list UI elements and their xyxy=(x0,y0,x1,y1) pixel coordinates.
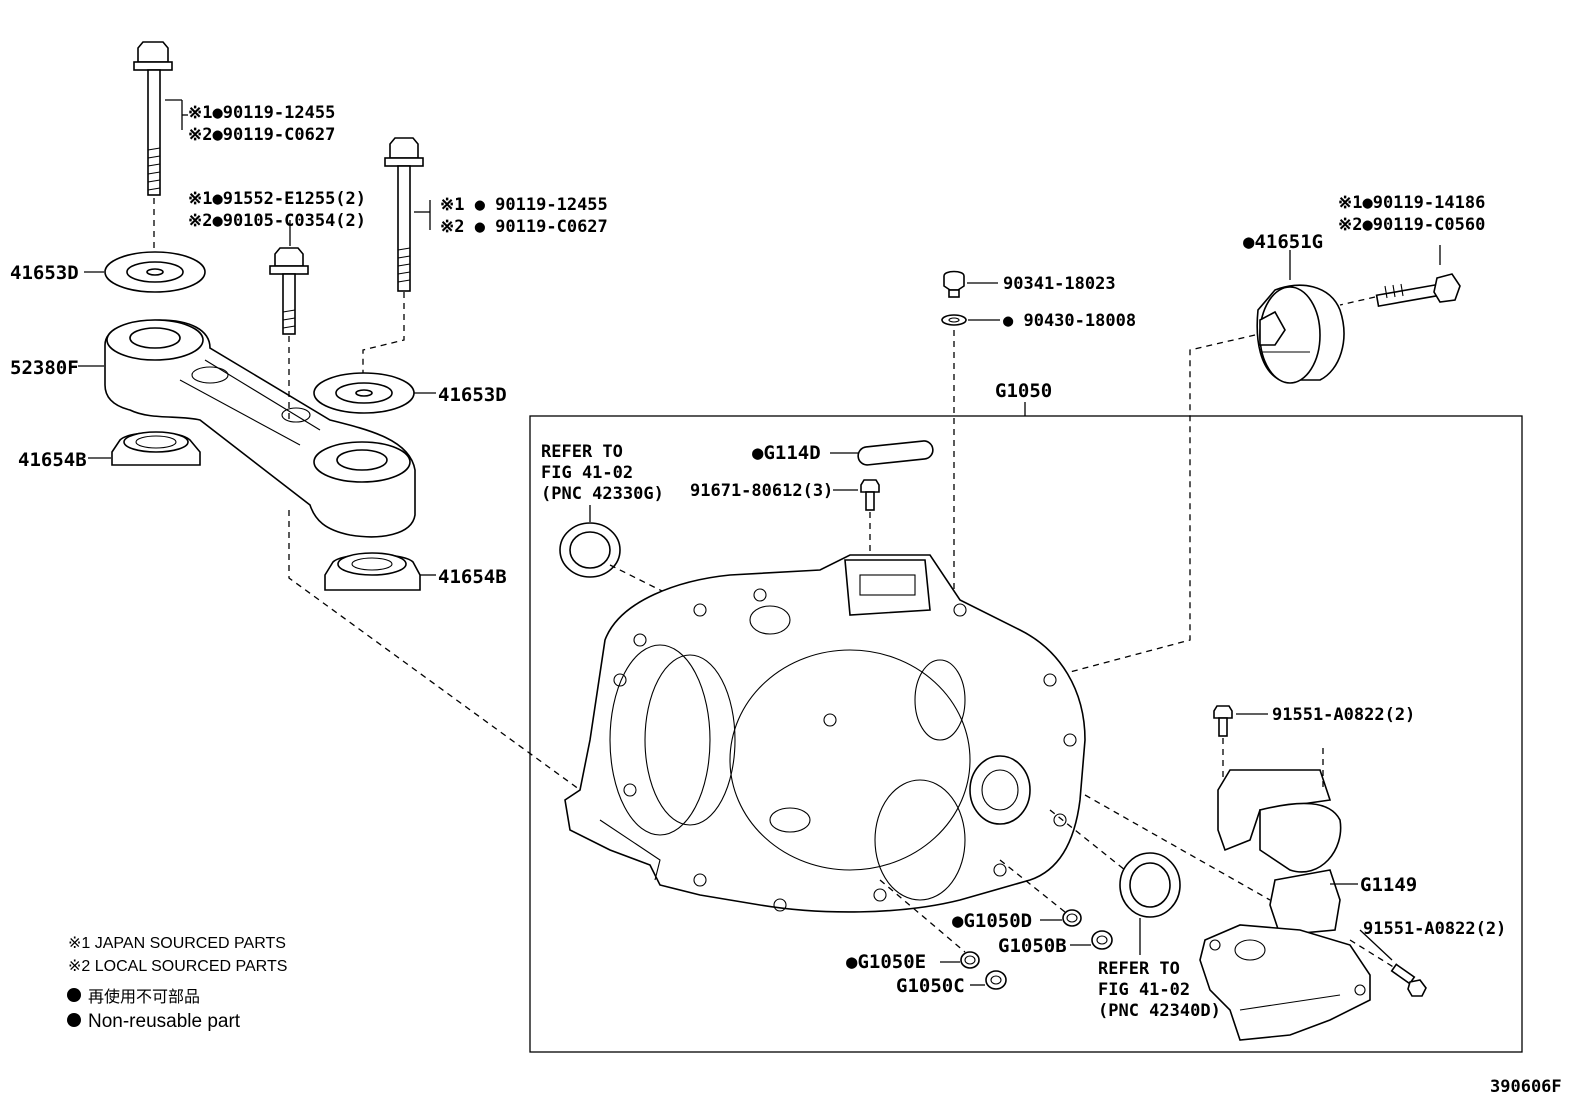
seal-g1050b[interactable] xyxy=(1091,930,1113,950)
bolt-90119-right[interactable] xyxy=(1375,273,1461,308)
bolt-91671-cover[interactable] xyxy=(860,479,880,511)
legend: ※1 JAPAN SOURCED PARTS ※2 LOCAL SOURCED … xyxy=(67,935,287,1032)
refer-a-line-1[interactable]: REFER TO xyxy=(541,442,623,462)
label-bolt-top-left-1: ※1●90119-12455 xyxy=(188,103,335,123)
refer-b-line-2[interactable]: FIG 41-02 xyxy=(1098,980,1190,1000)
label-bracket: G1149 xyxy=(1360,874,1417,896)
seal-g1050e[interactable] xyxy=(960,951,980,969)
label-bolt-center-2: ※2 ● 90119-C0627 xyxy=(440,217,608,237)
label-bolt-mid-1: ※1●91552-E1255(2) xyxy=(188,189,366,209)
washer-41653d-right[interactable] xyxy=(313,372,415,414)
bracket-g1149[interactable] xyxy=(1199,769,1371,1041)
plug-90341-18023[interactable] xyxy=(943,270,965,298)
legend-non-reusable-jp: 再使用不可部品 xyxy=(88,988,200,1006)
label-washer-top: 41653D xyxy=(10,262,79,284)
cover-g114d[interactable] xyxy=(857,440,934,466)
label-plug: 90341-18023 xyxy=(1003,274,1116,294)
bushing-41654b-bottom[interactable] xyxy=(324,552,421,591)
refer-a-line-2[interactable]: FIG 41-02 xyxy=(541,463,633,483)
oil-seal-left[interactable] xyxy=(559,522,621,578)
label-assembly[interactable]: G1050 xyxy=(995,380,1052,402)
non-reusable-dot-icon xyxy=(67,988,81,1002)
label-seal-c: G1050C xyxy=(896,975,965,997)
bolt-91552-middle[interactable] xyxy=(269,247,309,335)
refer-a-line-3[interactable]: (PNC 42330G) xyxy=(541,484,664,504)
gasket-90430-18008[interactable] xyxy=(941,314,967,326)
label-bolt-mid-2: ※2●90105-C0354(2) xyxy=(188,211,366,231)
label-bolt-right-1: ※1●90119-14186 xyxy=(1338,193,1485,213)
label-gasket: ● 90430-18008 xyxy=(1003,311,1136,331)
label-seal-d: ●G1050D xyxy=(952,910,1032,932)
transaxle-housing[interactable] xyxy=(564,554,1086,913)
label-bolt-right-2: ※2●90119-C0560 xyxy=(1338,215,1485,235)
bolt-91551-bottom[interactable] xyxy=(1390,963,1427,997)
assembly-box xyxy=(529,415,1523,1053)
label-seal-b: G1050B xyxy=(998,935,1067,957)
seal-g1050d[interactable] xyxy=(1062,909,1082,927)
legend-non-reusable-en: Non-reusable part xyxy=(88,1011,241,1032)
engine-mount-41651g[interactable] xyxy=(1256,284,1345,384)
label-bolt-top-left-2: ※2●90119-C0627 xyxy=(188,125,335,145)
label-bolt-cover: 91671-80612(3) xyxy=(690,481,833,501)
label-bolt-center-1: ※1 ● 90119-12455 xyxy=(440,195,608,215)
label-washer-right: 41653D xyxy=(438,384,507,406)
refer-b-line-3[interactable]: (PNC 42340D) xyxy=(1098,1001,1221,1021)
legend-japan: ※1 JAPAN SOURCED PARTS xyxy=(68,935,286,952)
bolt-90119-long-center[interactable] xyxy=(384,137,424,292)
label-mount-right: ●41651G xyxy=(1243,231,1323,253)
label-bolt-g1149-top: 91551-A0822(2) xyxy=(1272,705,1415,725)
label-bushing-bottom: 41654B xyxy=(438,566,507,588)
label-cover: ●G114D xyxy=(752,442,821,464)
figure-id: 390606F xyxy=(1490,1077,1562,1097)
label-seal-e: ●G1050E xyxy=(846,951,926,973)
washer-41653d-top[interactable] xyxy=(104,251,206,293)
non-reusable-dot-icon xyxy=(67,1013,81,1027)
oil-seal-right[interactable] xyxy=(1119,852,1181,918)
seal-g1050c[interactable] xyxy=(985,970,1007,990)
label-bushing-left: 41654B xyxy=(18,449,87,471)
label-bolt-g1149-bottom: 91551-A0822(2) xyxy=(1363,919,1506,939)
bolt-91551-top[interactable] xyxy=(1213,705,1233,737)
label-rod: 52380F xyxy=(10,357,79,379)
bolt-90119-long-left[interactable] xyxy=(133,41,173,196)
bushing-41654b-left[interactable] xyxy=(111,431,201,466)
refer-b-line-1[interactable]: REFER TO xyxy=(1098,959,1180,979)
torque-rod-52380f[interactable] xyxy=(104,319,416,538)
legend-local: ※2 LOCAL SOURCED PARTS xyxy=(68,958,287,975)
